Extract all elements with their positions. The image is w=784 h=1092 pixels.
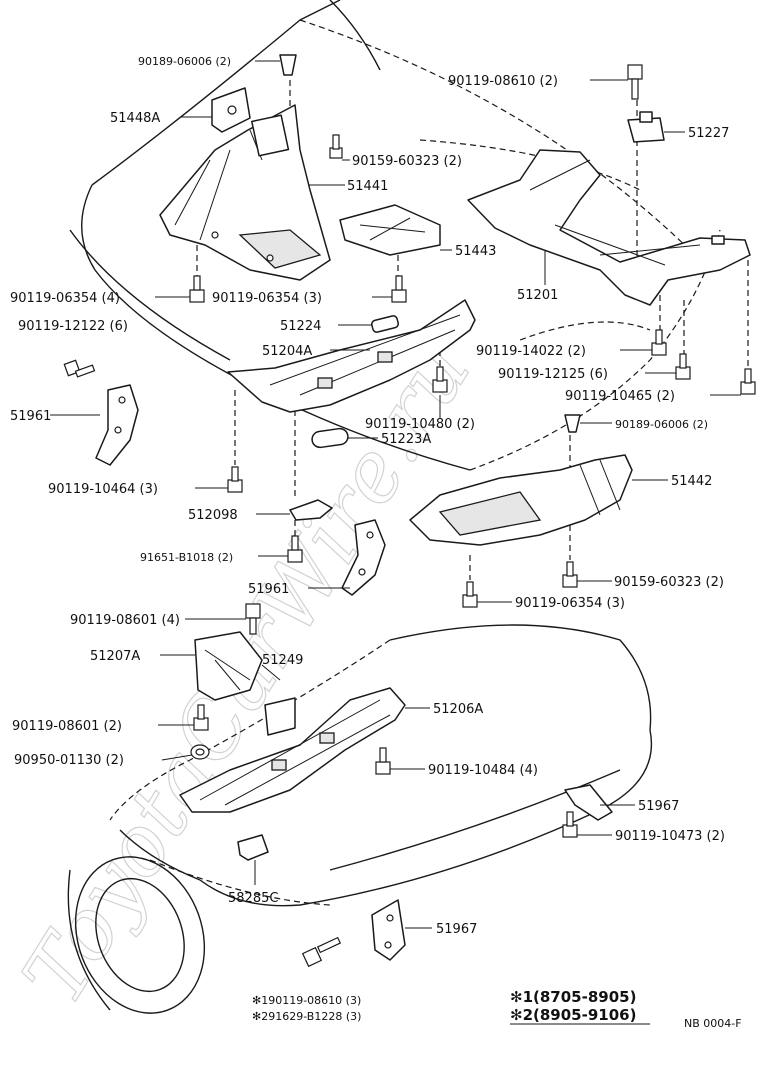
car-body-rear-outline xyxy=(67,624,653,1014)
bolt-90119-10484 xyxy=(375,747,391,775)
crossmember-51201 xyxy=(467,149,751,306)
label-90119-08601-2: 90119-08601 (2) xyxy=(12,719,122,734)
label-91651-b1018: 91651-B1018 (2) xyxy=(140,551,233,564)
bolt-90119-12122 xyxy=(63,359,96,378)
pad-512098 xyxy=(289,499,333,521)
part-labels: 90189-06006 (2) 51448A 90119-08610 (2) 5… xyxy=(10,55,729,1023)
bracket-51207a xyxy=(194,631,263,701)
label-51441: 51441 xyxy=(347,179,388,194)
legend-note-2: ✻2(8905-9106) xyxy=(510,1006,636,1024)
label-90950-01130: 90950-01130 (2) xyxy=(14,753,124,768)
label-91629-b1228-note: ✻291629-B1228 (3) xyxy=(252,1010,361,1023)
figure-id: NB 0004-F xyxy=(684,1017,742,1030)
label-90119-10480: 90119-10480 (2) xyxy=(365,417,475,432)
bracket-51967-right xyxy=(564,784,613,821)
label-51967-bottom: 51967 xyxy=(436,922,477,937)
label-51448a: 51448A xyxy=(110,111,160,126)
bracket-51227 xyxy=(627,111,665,143)
label-51204a: 51204A xyxy=(262,344,312,359)
car-body-front-outline xyxy=(69,0,721,471)
label-51206a: 51206A xyxy=(433,702,483,717)
bolt-90119-12125 xyxy=(675,353,691,380)
label-51443: 51443 xyxy=(455,244,496,259)
bolt-90119-08601-2 xyxy=(193,704,209,731)
pad-51223a xyxy=(311,427,349,449)
bracket-51961-mid xyxy=(341,519,386,596)
washer-90950-01130 xyxy=(190,744,210,760)
cover-51442 xyxy=(409,454,633,546)
crossmember-51206a xyxy=(179,687,406,813)
bolt-90119-10473 xyxy=(562,811,578,838)
label-90119-06354-bottom: 90119-06354 (3) xyxy=(515,596,625,611)
label-90119-06354-3: 90119-06354 (3) xyxy=(212,291,322,306)
label-51961-mid: 51961 xyxy=(248,582,289,597)
clip-90189-06006-top xyxy=(279,54,297,76)
bolt-90119-06354-bottom xyxy=(462,581,478,608)
label-90119-10473: 90119-10473 (2) xyxy=(615,829,725,844)
label-51967-right: 51967 xyxy=(638,799,679,814)
applicability-legend: ✻1(8705-8905) ✻2(8905-9106) xyxy=(510,988,650,1025)
clip-90189-06006-mid xyxy=(564,414,581,433)
bolt-90119-08610-note xyxy=(301,936,342,968)
label-90119-12122: 90119-12122 (6) xyxy=(18,319,128,334)
label-51961-left: 51961 xyxy=(10,409,51,424)
label-51227: 51227 xyxy=(688,126,729,141)
bolt-90119-14022 xyxy=(651,329,667,356)
pad-51224 xyxy=(371,315,399,333)
bolt-90119-10480 xyxy=(432,366,448,393)
label-51249: 51249 xyxy=(262,653,303,668)
bolt-90119-08610-top xyxy=(627,64,643,100)
label-90159-60323-mid: 90159-60323 (2) xyxy=(614,575,724,590)
label-90159-60323-top: 90159-60323 (2) xyxy=(352,154,462,169)
label-51201: 51201 xyxy=(517,288,558,303)
label-58285c: 58285C xyxy=(228,891,278,906)
bolt-90119-06354-3 xyxy=(391,275,407,303)
label-90189-06006-mid: 90189-06006 (2) xyxy=(615,418,708,431)
plug-58285c xyxy=(237,834,269,861)
label-90119-14022: 90119-14022 (2) xyxy=(476,344,586,359)
label-51442: 51442 xyxy=(671,474,712,489)
label-90119-08601-4: 90119-08601 (4) xyxy=(70,613,180,628)
label-90119-08610: 90119-08610 (2) xyxy=(448,74,558,89)
legend-note-1: ✻1(8705-8905) xyxy=(510,988,636,1006)
bracket-51448a xyxy=(211,87,251,133)
bolt-90119-10465 xyxy=(740,368,756,395)
bracket-51961-left xyxy=(95,384,139,466)
bolt-90119-10464 xyxy=(227,466,243,493)
label-51223a: 51223A xyxy=(381,432,431,447)
bolt-90159-60323-mid xyxy=(562,561,578,588)
label-51224: 51224 xyxy=(280,319,321,334)
cover-51441 xyxy=(159,104,331,281)
bolt-90159-60323-top xyxy=(329,134,343,159)
pad-51249 xyxy=(264,697,296,736)
label-90119-10484: 90119-10484 (4) xyxy=(428,763,538,778)
bolt-90119-08601-4 xyxy=(245,603,261,635)
label-90189-06006-top: 90189-06006 (2) xyxy=(138,55,231,68)
label-512098: 512098 xyxy=(188,508,238,523)
label-51207a: 51207A xyxy=(90,649,140,664)
bracket-51967-bottom xyxy=(371,899,406,961)
label-90119-10464: 90119-10464 (3) xyxy=(48,482,158,497)
bolt-90119-06354-4 xyxy=(189,275,205,303)
label-90119-06354-4: 90119-06354 (4) xyxy=(10,291,120,306)
leader-lines xyxy=(50,60,741,929)
label-90119-12125: 90119-12125 (6) xyxy=(498,367,608,382)
plate-51443 xyxy=(339,204,441,256)
label-90119-10465: 90119-10465 (2) xyxy=(565,389,675,404)
label-90119-08610-note: ✻190119-08610 (3) xyxy=(252,994,361,1007)
